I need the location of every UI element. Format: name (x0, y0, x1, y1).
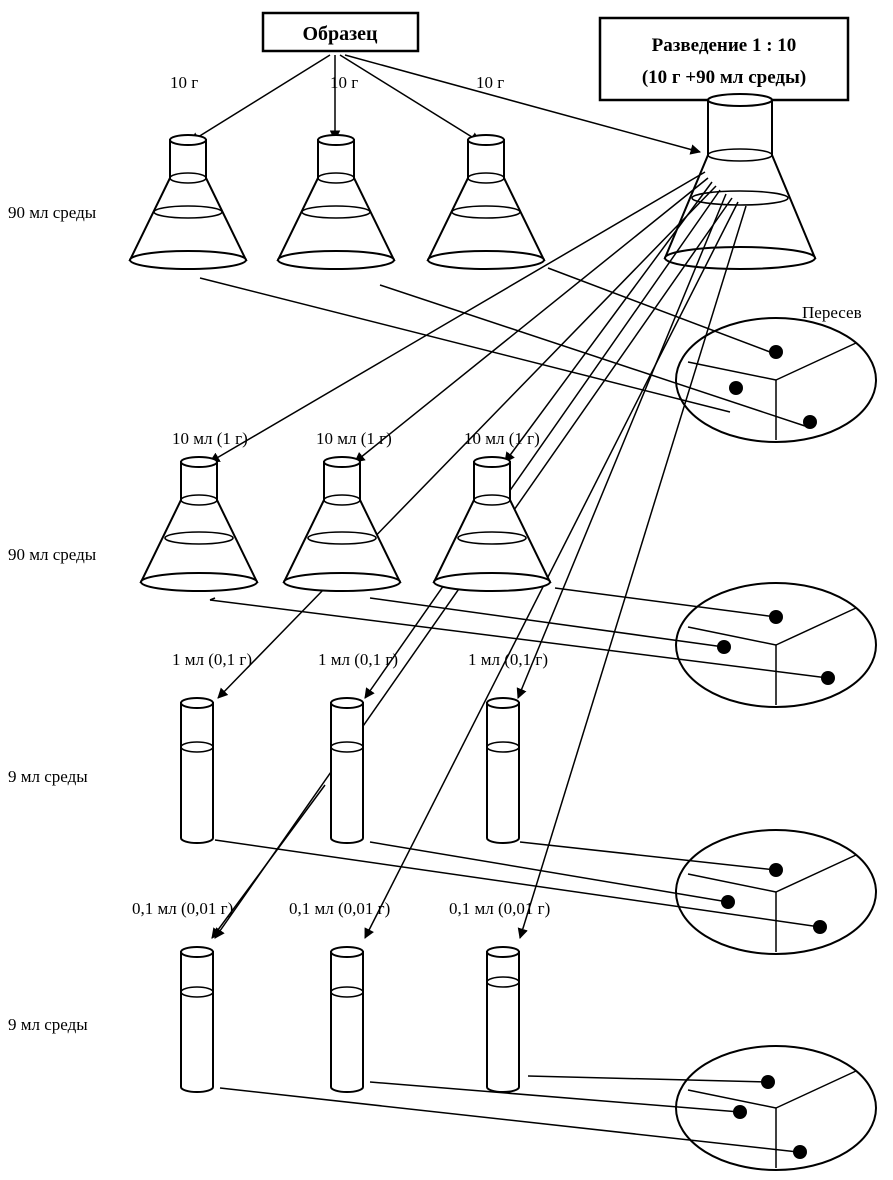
colony-dot (769, 345, 783, 359)
reseed-lines (209, 587, 829, 679)
test-tube (486, 697, 520, 844)
test-tube (486, 946, 520, 1093)
transfer-arrows (209, 597, 326, 939)
portion-label: 10 г (476, 73, 504, 92)
sample-label: Образец (302, 23, 378, 45)
flask (128, 134, 248, 270)
portion-label: 1 мл (0,1 г) (468, 650, 548, 669)
dilution-label-line1: Разведение 1 : 10 (652, 35, 797, 56)
row-side-label: 9 мл среды (8, 1015, 88, 1034)
test-tube (180, 697, 214, 844)
colony-dot (803, 415, 817, 429)
flask (276, 134, 396, 270)
portion-label: 1 мл (0,1 г) (318, 650, 398, 669)
portion-label: 1 мл (0,1 г) (172, 650, 252, 669)
dilution-arrows (209, 171, 747, 940)
sample-arrows (189, 54, 702, 155)
portion-label: 10 г (330, 73, 358, 92)
row-side-label: 9 мл среды (8, 767, 88, 786)
flask (426, 134, 546, 270)
test-tube (330, 697, 364, 844)
portion-label: 10 мл (1 г) (464, 429, 540, 448)
reseed-label: Пересев (802, 303, 862, 322)
sample-box: Образец (261, 11, 420, 53)
petri-dish (675, 1045, 877, 1171)
reseed-lines (214, 839, 821, 928)
colony-dot (729, 381, 743, 395)
row-side-label: 90 мл среды (8, 203, 97, 222)
portion-label: 10 мл (1 г) (316, 429, 392, 448)
row-side-label: 90 мл среды (8, 545, 97, 564)
flask (282, 456, 402, 592)
reseed-lines (199, 267, 806, 427)
portion-label: 10 мл (1 г) (172, 429, 248, 448)
portion-label: 0,1 мл (0,01 г) (289, 899, 390, 918)
portion-label: 0,1 мл (0,01 г) (449, 899, 550, 918)
colony-dot (793, 1145, 807, 1159)
reseed-lines (219, 1075, 799, 1153)
portion-label: 10 г (170, 73, 198, 92)
petri-dish (675, 829, 877, 955)
test-tube (330, 946, 364, 1093)
dilution-label-line2: (10 г +90 мл среды) (642, 67, 806, 88)
dilution-box: Разведение 1 : 10 (10 г +90 мл среды) (598, 16, 850, 102)
flask (139, 456, 259, 592)
portion-label: 0,1 мл (0,01 г) (132, 899, 233, 918)
flask (432, 456, 552, 592)
test-tube (180, 946, 214, 1093)
